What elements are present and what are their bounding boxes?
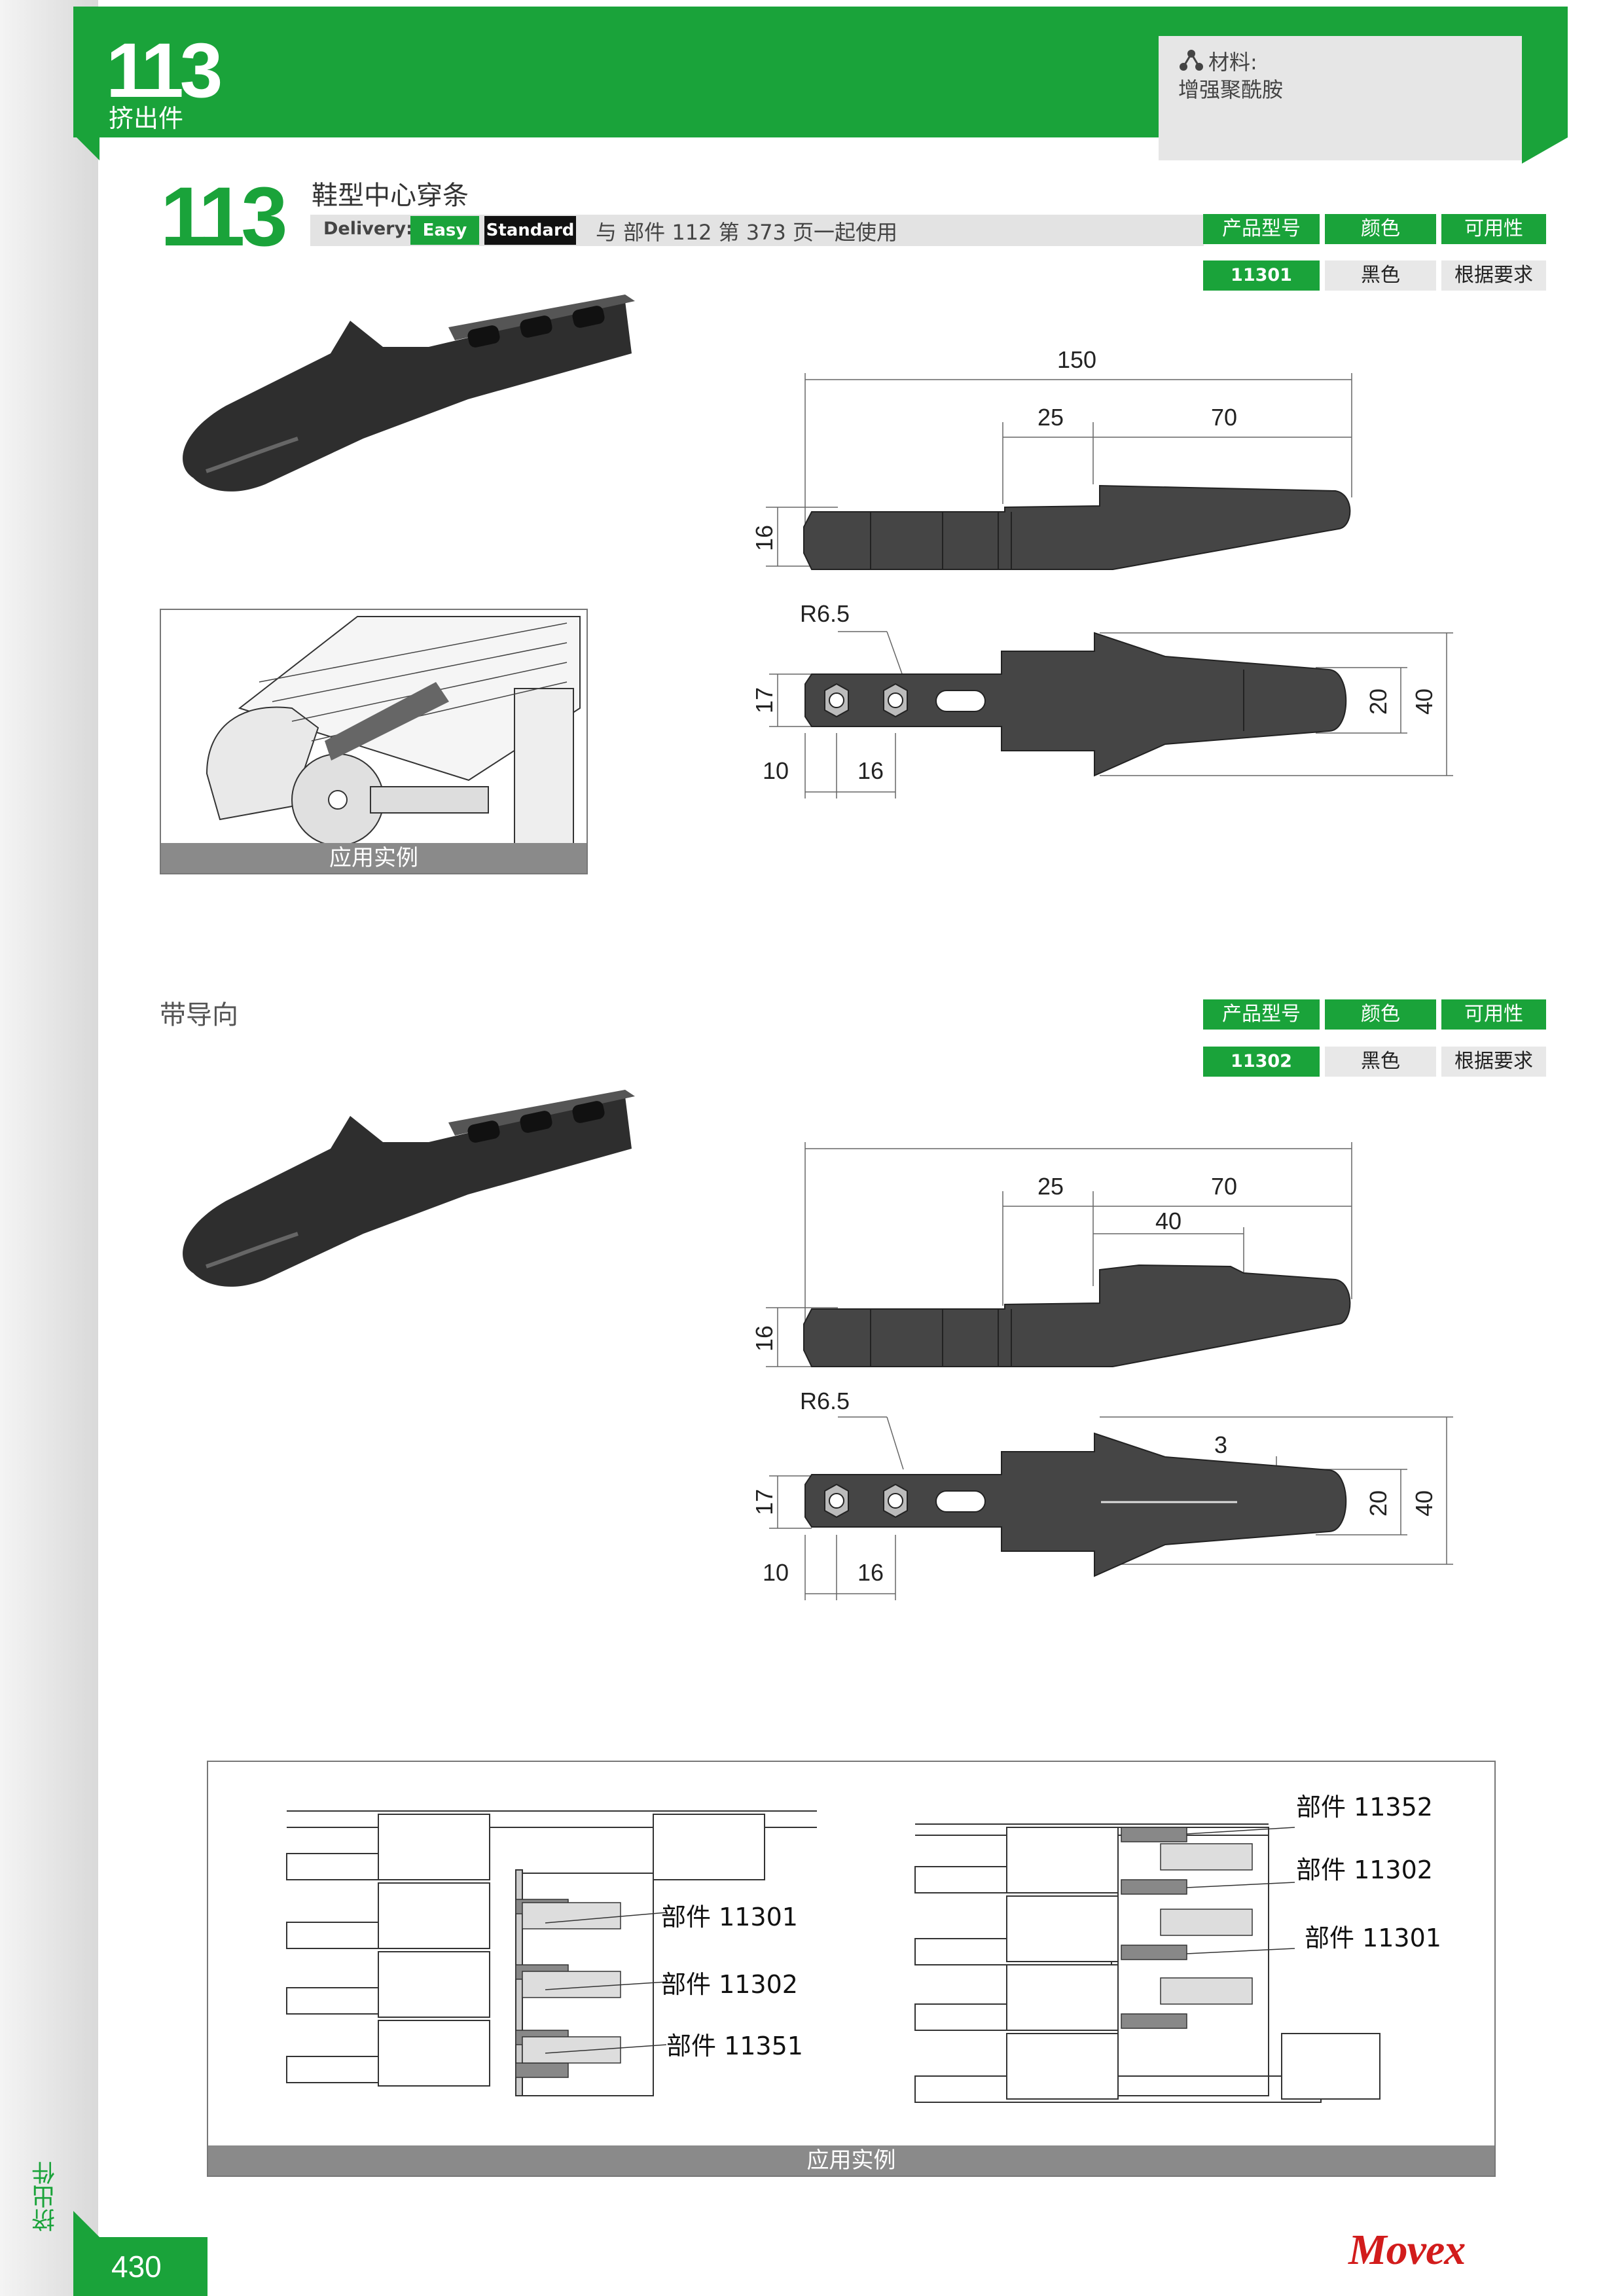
side-category-label: 挤出件 bbox=[32, 2161, 59, 2232]
table-header-model: 产品型号 bbox=[1203, 214, 1320, 244]
dim-r65: R6.5 bbox=[800, 600, 850, 627]
part-label-11352-right: 部件 11352 bbox=[1296, 1793, 1433, 1821]
dim2-70: 70 bbox=[1211, 1173, 1237, 1200]
table2-cell-color: 黑色 bbox=[1325, 1047, 1436, 1077]
header-category: 挤出件 bbox=[109, 104, 184, 133]
application-caption-2: 应用实例 bbox=[208, 2145, 1494, 2176]
header-corner-notch bbox=[73, 134, 99, 160]
part-label-11351-left: 部件 11351 bbox=[666, 2032, 803, 2060]
application-example-2: 部件 11301 部件 11302 部件 11351 部件 11352 部件 1… bbox=[207, 1761, 1496, 2177]
material-label: 材料: bbox=[1208, 50, 1257, 75]
table2-header-availability: 可用性 bbox=[1441, 999, 1546, 1030]
table-cell-availability: 根据要求 bbox=[1441, 260, 1546, 291]
dim2-40b: 40 bbox=[1411, 1490, 1437, 1516]
table-cell-model: 11301 bbox=[1203, 260, 1320, 291]
application-drawing-2: 部件 11301 部件 11302 部件 11351 部件 11352 部件 1… bbox=[286, 1793, 1441, 2103]
dim2-20: 20 bbox=[1365, 1490, 1392, 1516]
dim-150: 150 bbox=[1057, 346, 1096, 373]
application-example-1: 应用实例 bbox=[160, 609, 588, 874]
product-number: 113 bbox=[160, 170, 287, 264]
dim-70: 70 bbox=[1211, 404, 1237, 431]
part-label-11302-left: 部件 11302 bbox=[661, 1970, 798, 1999]
delivery-standard-badge: Standard bbox=[484, 216, 576, 245]
delivery-label: Delivery: bbox=[323, 219, 413, 239]
part-label-11302-right: 部件 11302 bbox=[1296, 1856, 1433, 1884]
dim-16b: 16 bbox=[857, 757, 884, 784]
brand-logo: Movex bbox=[1348, 2226, 1466, 2274]
material-value: 增强聚酰胺 bbox=[1178, 77, 1284, 102]
table2-cell-model: 11302 bbox=[1203, 1047, 1320, 1077]
technical-drawing-11302: 150 25 70 40 16 R6.5 3 17 10 16 20 40 bbox=[751, 1142, 1453, 1600]
product-render-11302 bbox=[183, 1090, 635, 1287]
dim2-25: 25 bbox=[1038, 1173, 1064, 1200]
dim2-3: 3 bbox=[1214, 1431, 1227, 1458]
delivery-easy-badge: Easy bbox=[410, 216, 479, 245]
table2-header-color: 颜色 bbox=[1325, 999, 1436, 1030]
dim2-16b: 16 bbox=[857, 1559, 884, 1586]
table-header-color: 颜色 bbox=[1325, 214, 1436, 244]
header-number: 113 bbox=[106, 27, 223, 114]
dim-16: 16 bbox=[751, 525, 778, 551]
application-drawing-1 bbox=[206, 616, 581, 846]
dim2-40: 40 bbox=[1155, 1208, 1182, 1234]
product-title: 鞋型中心穿条 bbox=[312, 181, 469, 211]
dim-10: 10 bbox=[763, 757, 789, 784]
section-title-guided: 带导向 bbox=[160, 1000, 238, 1030]
part-label-11301-right: 部件 11301 bbox=[1305, 1924, 1441, 1952]
dim2-17: 17 bbox=[751, 1489, 778, 1515]
dim2-r65: R6.5 bbox=[800, 1388, 850, 1414]
dim-25: 25 bbox=[1038, 404, 1064, 431]
footer-corner-notch bbox=[73, 2211, 99, 2237]
dim-40: 40 bbox=[1411, 689, 1437, 715]
table-cell-color: 黑色 bbox=[1325, 260, 1436, 291]
dim2-16: 16 bbox=[751, 1325, 778, 1352]
part-label-11301-left: 部件 11301 bbox=[661, 1903, 798, 1931]
table2-header-model: 产品型号 bbox=[1203, 999, 1320, 1030]
table-header-availability: 可用性 bbox=[1441, 214, 1546, 244]
material-box-notch bbox=[1522, 137, 1568, 164]
material-icon bbox=[1180, 50, 1203, 71]
dim-17: 17 bbox=[751, 687, 778, 713]
table2-cell-availability: 根据要求 bbox=[1441, 1047, 1546, 1077]
dim2-10: 10 bbox=[763, 1559, 789, 1586]
left-margin-bar bbox=[0, 0, 98, 2296]
product-render-11301 bbox=[183, 295, 635, 492]
dim-20: 20 bbox=[1365, 689, 1392, 715]
use-note: 与 部件 112 第 373 页一起使用 bbox=[596, 220, 898, 245]
footer-page-block bbox=[73, 2237, 208, 2296]
technical-drawing-11301: 150 25 70 16 R6.5 17 10 16 20 40 bbox=[751, 346, 1453, 798]
page-number: 430 bbox=[111, 2250, 162, 2284]
material-box bbox=[1159, 36, 1522, 160]
application-caption-1: 应用实例 bbox=[161, 843, 586, 873]
